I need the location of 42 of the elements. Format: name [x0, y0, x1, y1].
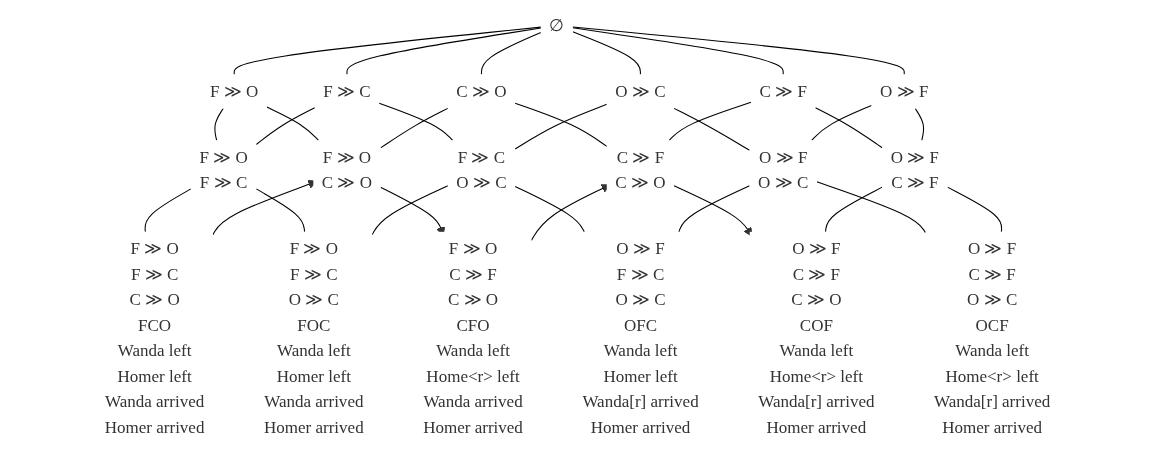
connector: [947, 186, 1003, 233]
node-text: F ≫ C O ≫ C: [456, 147, 507, 192]
connector: [371, 185, 449, 236]
connector: [816, 181, 927, 234]
node-text: F ≫ O: [210, 81, 259, 100]
connector: [266, 106, 319, 141]
connector: [572, 31, 641, 75]
connector: [144, 188, 192, 233]
node-text: F ≫ O F ≫ C O ≫ C FOC Wanda left Homer left Wanda arrived Homer arrived: [263, 239, 364, 436]
node-text: O ≫ F O ≫ C: [758, 147, 809, 192]
connector: [514, 185, 585, 233]
connector: [214, 107, 224, 141]
node-text: C ≫ O: [456, 81, 507, 100]
node-text: O ≫ F C ≫ F C ≫ O COF Wanda left Home<r> left Wanda[r] arrived Homer arrived: [758, 239, 875, 436]
connector: [480, 31, 542, 75]
node-text: C ≫ F C ≫ O: [615, 147, 666, 192]
connector: [572, 26, 905, 75]
node-text: F ≫ O F ≫ C C ≫ O FCO Wanda left Homer left Wanda arrived Homer arrived: [104, 239, 205, 436]
connector: [380, 107, 449, 149]
node-text: F ≫ O C ≫ F C ≫ O CFO Wanda left Home<r> left Wanda arrived Homer arrived: [423, 239, 523, 436]
node-text: O ≫ F C ≫ F: [890, 147, 940, 192]
connector: [914, 107, 925, 141]
node-text: F ≫ C: [323, 81, 371, 100]
node-text: ∅: [549, 15, 565, 35]
node-text: O ≫ F: [880, 81, 929, 100]
connector: [814, 107, 883, 149]
connector: [572, 27, 784, 75]
connector: [346, 27, 542, 75]
node-text: O ≫ F F ≫ C O ≫ C OFC Wanda left Homer left Wanda[r] arrived Homer arrived: [582, 239, 699, 436]
connector: [673, 107, 751, 151]
node-text: C ≫ F: [759, 81, 807, 100]
connector: [233, 26, 542, 75]
connector: [378, 102, 454, 141]
node-text: F ≫ O F ≫ C: [199, 147, 248, 192]
connector: [255, 107, 316, 146]
node-text: O ≫ F C ≫ F O ≫ C OCF Wanda left Home<r> left Wanda[r] arrived Homer arrived: [934, 239, 1051, 436]
node-text: F ≫ O C ≫ O: [321, 147, 373, 192]
connector: [255, 188, 306, 233]
connector: [825, 186, 883, 233]
node-text: O ≫ C: [615, 81, 666, 100]
connector: [811, 104, 873, 141]
connector: [668, 101, 752, 141]
